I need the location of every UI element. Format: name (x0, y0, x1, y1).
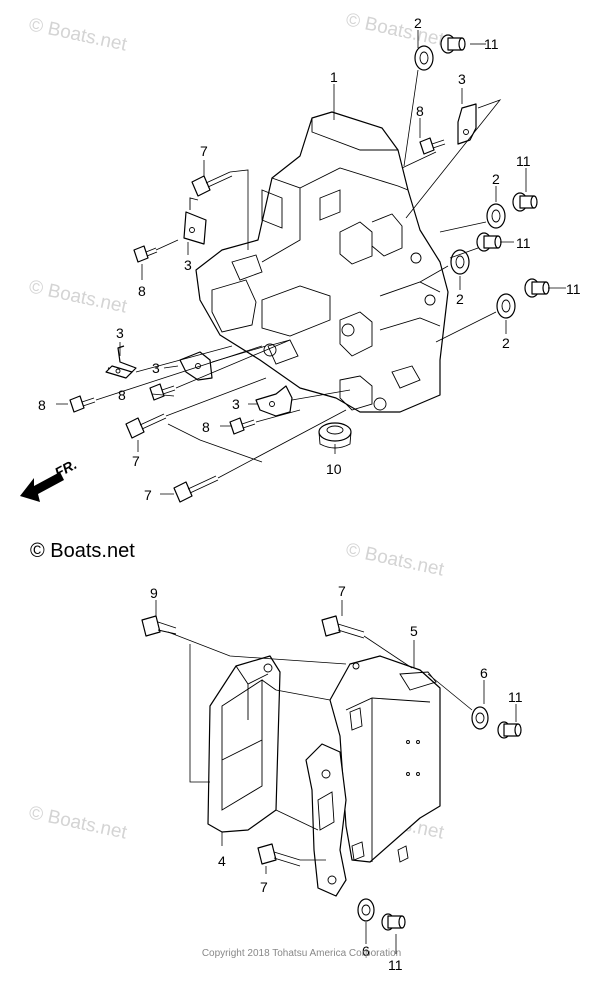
bolt-part-7 (191, 171, 233, 197)
plate-part-3 (183, 197, 207, 245)
plate-part-3 (457, 103, 477, 145)
bolt-part-7 (173, 475, 219, 503)
callout-11: 11 (516, 235, 531, 251)
callout-2: 2 (502, 335, 510, 351)
callout-11: 11 (508, 689, 523, 705)
watermark-text: © Boats.net (27, 802, 129, 843)
callout-7: 7 (260, 879, 268, 895)
plate-part-3 (105, 345, 137, 379)
mounting-plate (305, 743, 347, 897)
bolt-part-7 (321, 615, 365, 639)
grommet-part-2 (450, 249, 470, 275)
callout-3: 3 (458, 71, 466, 87)
plate-part-3 (179, 351, 213, 381)
callout-10: 10 (326, 461, 342, 477)
bracket-part-1 (195, 111, 449, 413)
callout-3: 3 (232, 396, 240, 412)
callout-3: 3 (152, 360, 160, 376)
bolt-part-7 (125, 413, 167, 439)
callout-7: 7 (132, 453, 140, 469)
grommet-part-2 (486, 203, 506, 229)
callout-2: 2 (414, 15, 422, 31)
callout-8: 8 (138, 283, 146, 299)
copyright-mark: © Boats.net (30, 540, 135, 562)
grommet-part-2 (496, 293, 516, 319)
callout-labels: 1 2 2 2 2 3 3 3 3 3 4 5 6 6 7 7 7 7 7 8 … (38, 15, 581, 973)
callout-7: 7 (338, 583, 346, 599)
callout-8: 8 (118, 387, 126, 403)
callout-8: 8 (202, 419, 210, 435)
callout-2: 2 (492, 171, 500, 187)
collar-part-11 (381, 913, 406, 931)
callout-3: 3 (184, 257, 192, 273)
collar-part-11 (497, 721, 522, 739)
callout-2: 2 (456, 291, 464, 307)
screw-part-8 (69, 395, 96, 413)
callout-11: 11 (516, 153, 531, 169)
front-arrow-icon (20, 472, 64, 502)
callout-11: 11 (388, 957, 403, 973)
collar-part-11 (512, 192, 538, 212)
watermark-text: © Boats.net (344, 539, 446, 580)
leader-lines-top (56, 30, 566, 495)
grommet-part-6 (471, 706, 489, 730)
plate-part-3 (255, 385, 293, 417)
callout-1: 1 (330, 69, 338, 85)
callout-7: 7 (200, 143, 208, 159)
collar-part-11 (476, 232, 502, 252)
callout-7: 7 (144, 487, 152, 503)
watermark-text: © Boats.net (27, 14, 129, 55)
collar-part-11 (524, 278, 550, 298)
bolt-part-9 (141, 615, 177, 637)
callout-8: 8 (416, 103, 424, 119)
callout-6: 6 (480, 665, 488, 681)
callout-3: 3 (116, 325, 124, 341)
housing-part-4 (207, 655, 281, 833)
collar-part-11 (440, 34, 466, 54)
callout-6: 6 (362, 943, 370, 959)
callout-11: 11 (566, 281, 581, 297)
callout-9: 9 (150, 585, 158, 601)
callout-4: 4 (218, 853, 226, 869)
screw-part-8 (229, 417, 256, 435)
screw-part-8 (149, 383, 176, 401)
callout-8: 8 (38, 397, 46, 413)
callout-11: 11 (484, 36, 499, 52)
callout-5: 5 (410, 623, 418, 639)
grommet-part-2 (414, 45, 434, 71)
screw-part-8 (133, 245, 158, 263)
grommet-part-6 (357, 898, 375, 922)
footer-copyright: Copyright 2018 Tohatsu America Corporati… (201, 948, 402, 959)
watermark-text: © Boats.net (344, 9, 446, 50)
watermark-text: © Boats.net (27, 276, 129, 317)
bolt-part-7 (257, 843, 301, 867)
screw-part-8 (419, 137, 446, 155)
leader-lines-bottom (155, 600, 517, 954)
